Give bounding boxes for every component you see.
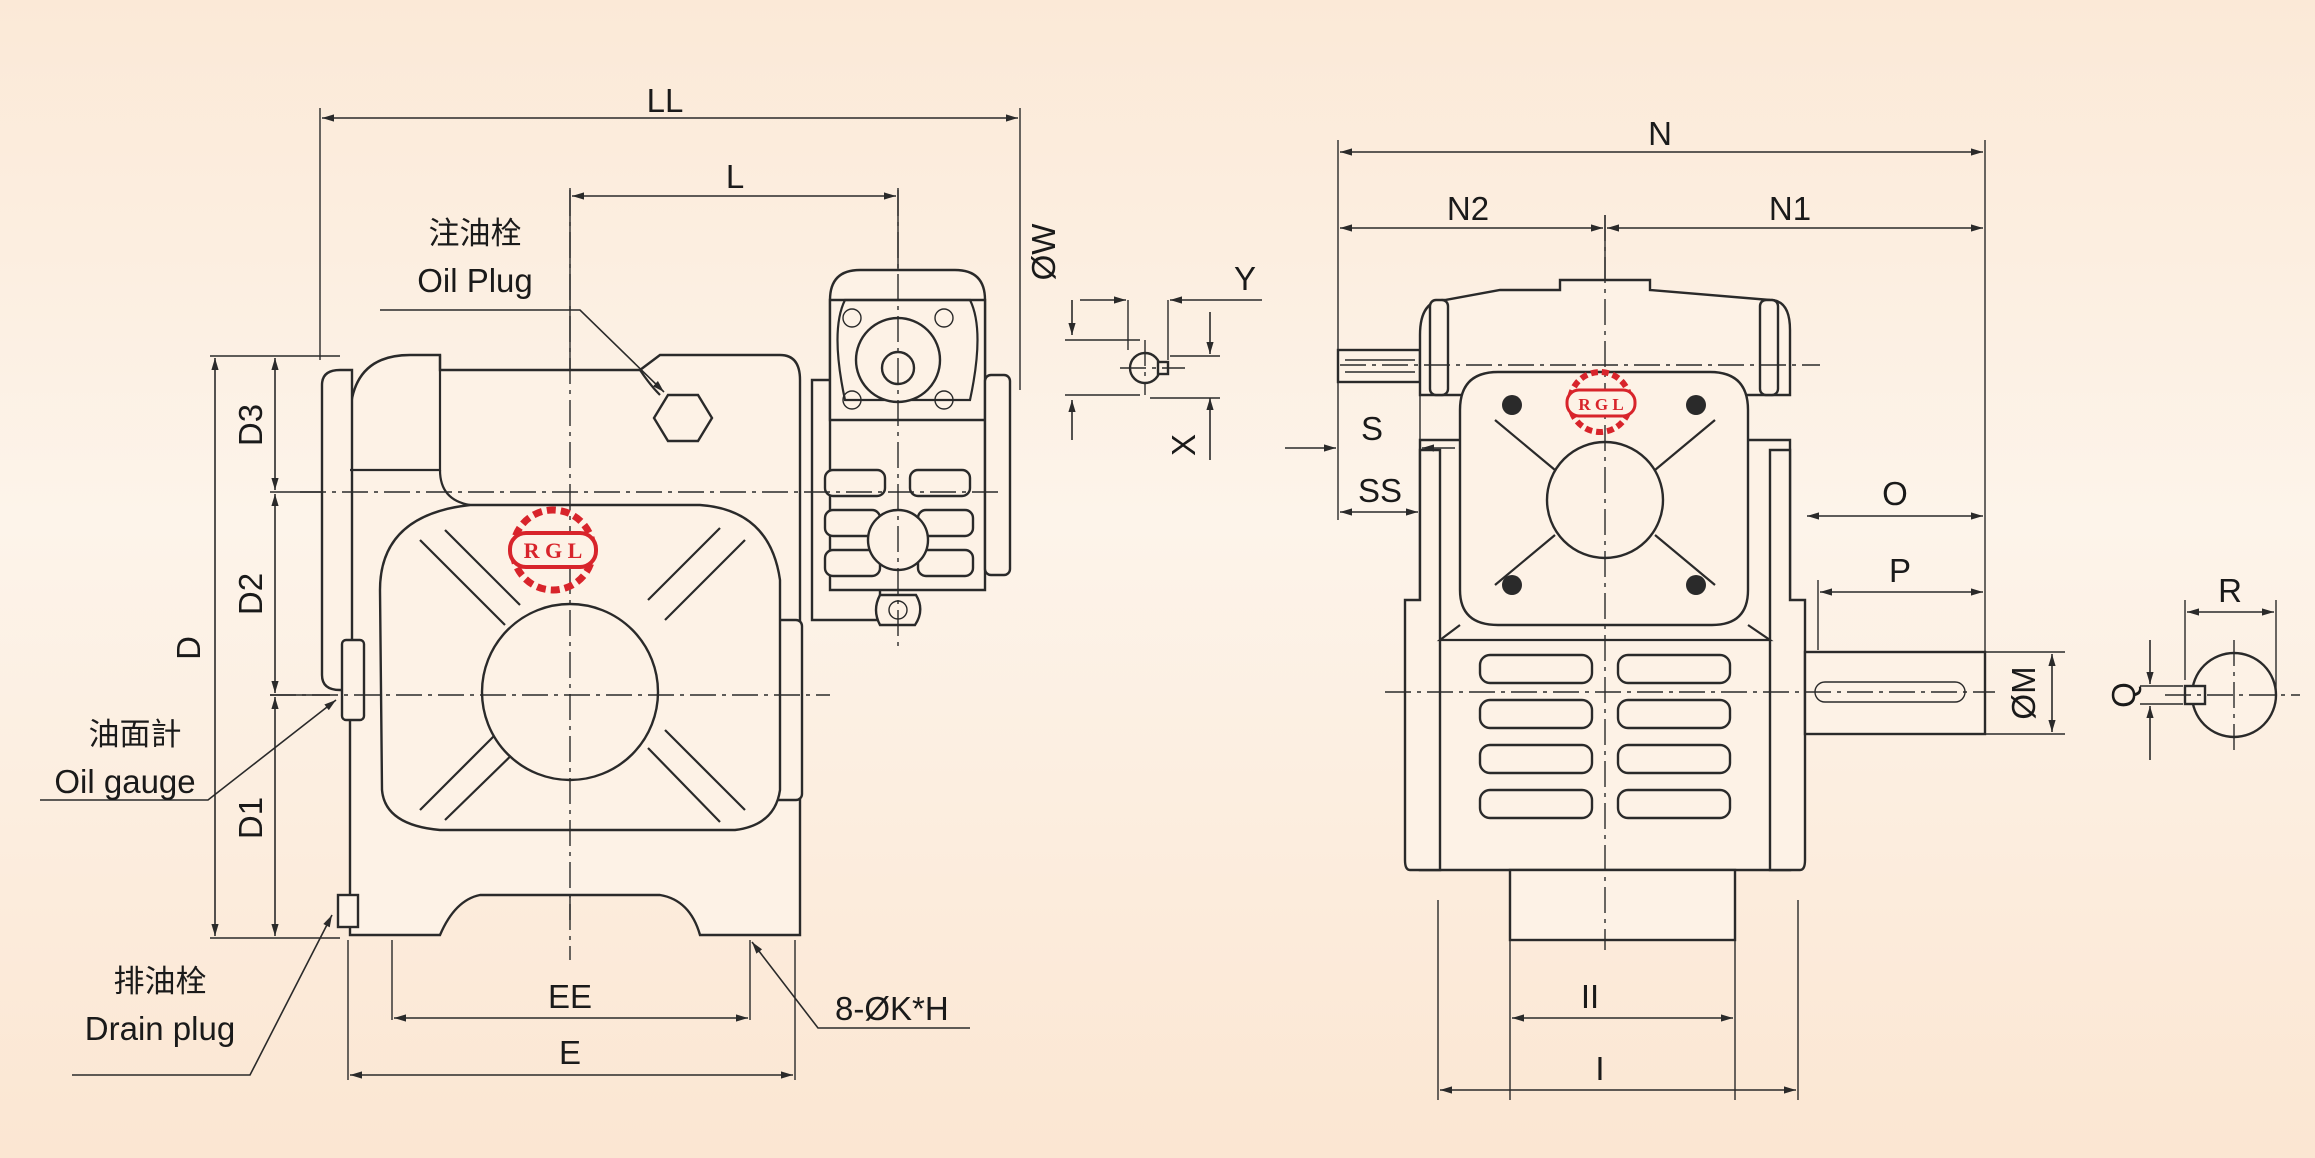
drain-plug-cn: 排油栓 xyxy=(114,964,207,1000)
dim-LL: LL xyxy=(647,82,684,119)
dim-D1: D1 xyxy=(232,797,269,839)
dim-W: ØW xyxy=(1025,223,1062,281)
dim-O: O xyxy=(1882,475,1908,512)
dim-Y: Y xyxy=(1234,260,1256,297)
dim-Q: Q xyxy=(2105,682,2142,708)
output-shaft-key-detail xyxy=(2140,600,2300,760)
oil-gauge-cn: 油面計 xyxy=(89,717,182,753)
front-view xyxy=(210,108,1021,1080)
dim-E: E xyxy=(559,1034,581,1071)
input-shaft-key-detail xyxy=(1065,296,1262,460)
dim-II: II xyxy=(1581,978,1599,1015)
dim-D: D xyxy=(170,636,207,660)
dim-R: R xyxy=(2218,572,2242,609)
drain-plug-en: Drain plug xyxy=(85,1010,235,1047)
rgl-logo-front: R G L xyxy=(508,506,598,594)
dim-EE: EE xyxy=(548,978,592,1015)
dim-M: ØM xyxy=(2005,666,2042,719)
dim-S: S xyxy=(1361,410,1383,447)
dim-P: P xyxy=(1889,552,1911,589)
dim-L: L xyxy=(726,158,744,195)
dim-N1: N1 xyxy=(1769,190,1811,227)
logo-text: R G L xyxy=(524,538,583,563)
side-view xyxy=(1336,140,1995,1100)
dim-X: X xyxy=(1165,434,1202,456)
dim-D2: D2 xyxy=(232,573,269,615)
dim-SS: SS xyxy=(1358,472,1402,509)
oil-gauge-en: Oil gauge xyxy=(54,763,195,800)
dim-N2: N2 xyxy=(1447,190,1489,227)
dim-D3: D3 xyxy=(232,404,269,446)
dim-K-H: 8-ØK*H xyxy=(835,990,949,1027)
logo-text-side: R G L xyxy=(1578,395,1623,414)
rgl-logo-side: R G L xyxy=(1565,369,1637,435)
oil-plug-en: Oil Plug xyxy=(417,262,533,299)
oil-plug-cn: 注油栓 xyxy=(429,216,522,252)
dim-N: N xyxy=(1648,115,1672,152)
dim-I: I xyxy=(1595,1050,1604,1087)
